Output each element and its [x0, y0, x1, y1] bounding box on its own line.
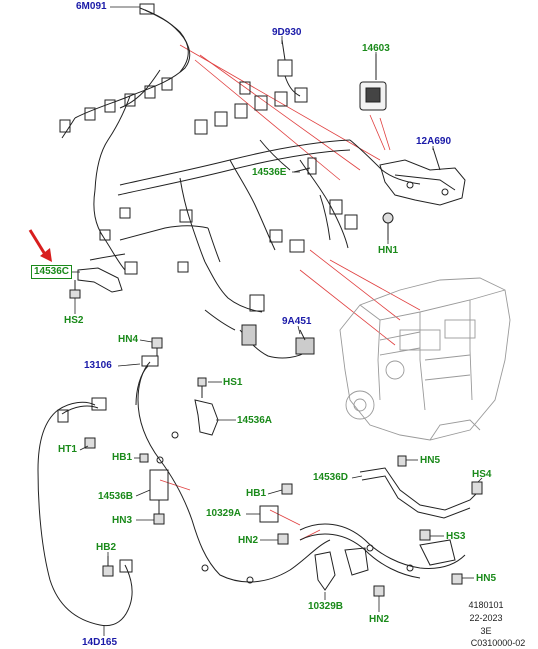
label-9d930: 9D930 [272, 27, 302, 38]
label-leaders [72, 6, 483, 636]
label-hn2-left: HN2 [238, 535, 259, 546]
label-6m091: 6M091 [76, 1, 107, 12]
label-14536e: 14536E [252, 167, 287, 178]
label-14536c: 14536C [31, 265, 73, 279]
label-10329a: 10329A [206, 508, 242, 519]
label-14603: 14603 [362, 43, 390, 54]
reference-line-2: 22-2023 [469, 613, 503, 623]
label-hn3: HN3 [112, 515, 133, 526]
harness-lower-right [259, 483, 466, 597]
label-13106: 13106 [84, 360, 112, 371]
sensor-harness-9a451 [239, 324, 315, 359]
reference-line-4: C0310000-02 [470, 638, 526, 648]
label-hn2-lower: HN2 [369, 614, 390, 625]
engine-harness-main [89, 81, 421, 331]
label-14536a: 14536A [237, 415, 273, 426]
label-hs2: HS2 [64, 315, 84, 326]
nut-hn1 [382, 212, 394, 240]
red-leader-lines [159, 44, 421, 541]
sensor-9d930 [277, 39, 301, 97]
label-14536d: 14536D [313, 472, 349, 483]
label-ht1: HT1 [58, 444, 77, 455]
bracket-14536d [359, 455, 483, 519]
label-hn5-lower: HN5 [476, 573, 497, 584]
label-hn5-upper: HN5 [420, 455, 441, 466]
engine-block [339, 277, 511, 441]
label-10329b: 10329B [308, 601, 344, 612]
pointer-arrow-icon [28, 229, 52, 262]
label-hb2: HB2 [96, 542, 117, 553]
label-hs1: HS1 [223, 377, 243, 388]
label-hs3: HS3 [446, 531, 466, 542]
label-9a451: 9A451 [282, 316, 312, 327]
label-14536b: 14536B [98, 491, 134, 502]
label-hb1-lower: HB1 [246, 488, 267, 499]
harness-14d165 [37, 397, 133, 627]
reference-line-1: 4180101 [468, 600, 504, 610]
label-hb1-upper: HB1 [112, 452, 133, 463]
relay-14603 [359, 54, 387, 111]
engine-harness-upper [59, 3, 191, 271]
label-14d165: 14D165 [82, 637, 118, 648]
clip-14536e [293, 157, 317, 175]
bracket-14536a [194, 377, 219, 436]
reference-line-3: 3E [480, 626, 492, 636]
label-hn4: HN4 [118, 334, 139, 345]
cable-13106 [135, 337, 331, 584]
bracket-14536c [69, 267, 123, 299]
label-hs4: HS4 [472, 469, 492, 480]
label-12a690: 12A690 [416, 136, 452, 147]
bracket-12a690 [379, 147, 466, 206]
fastener-hb2 [102, 556, 114, 577]
label-hn1: HN1 [378, 245, 399, 256]
